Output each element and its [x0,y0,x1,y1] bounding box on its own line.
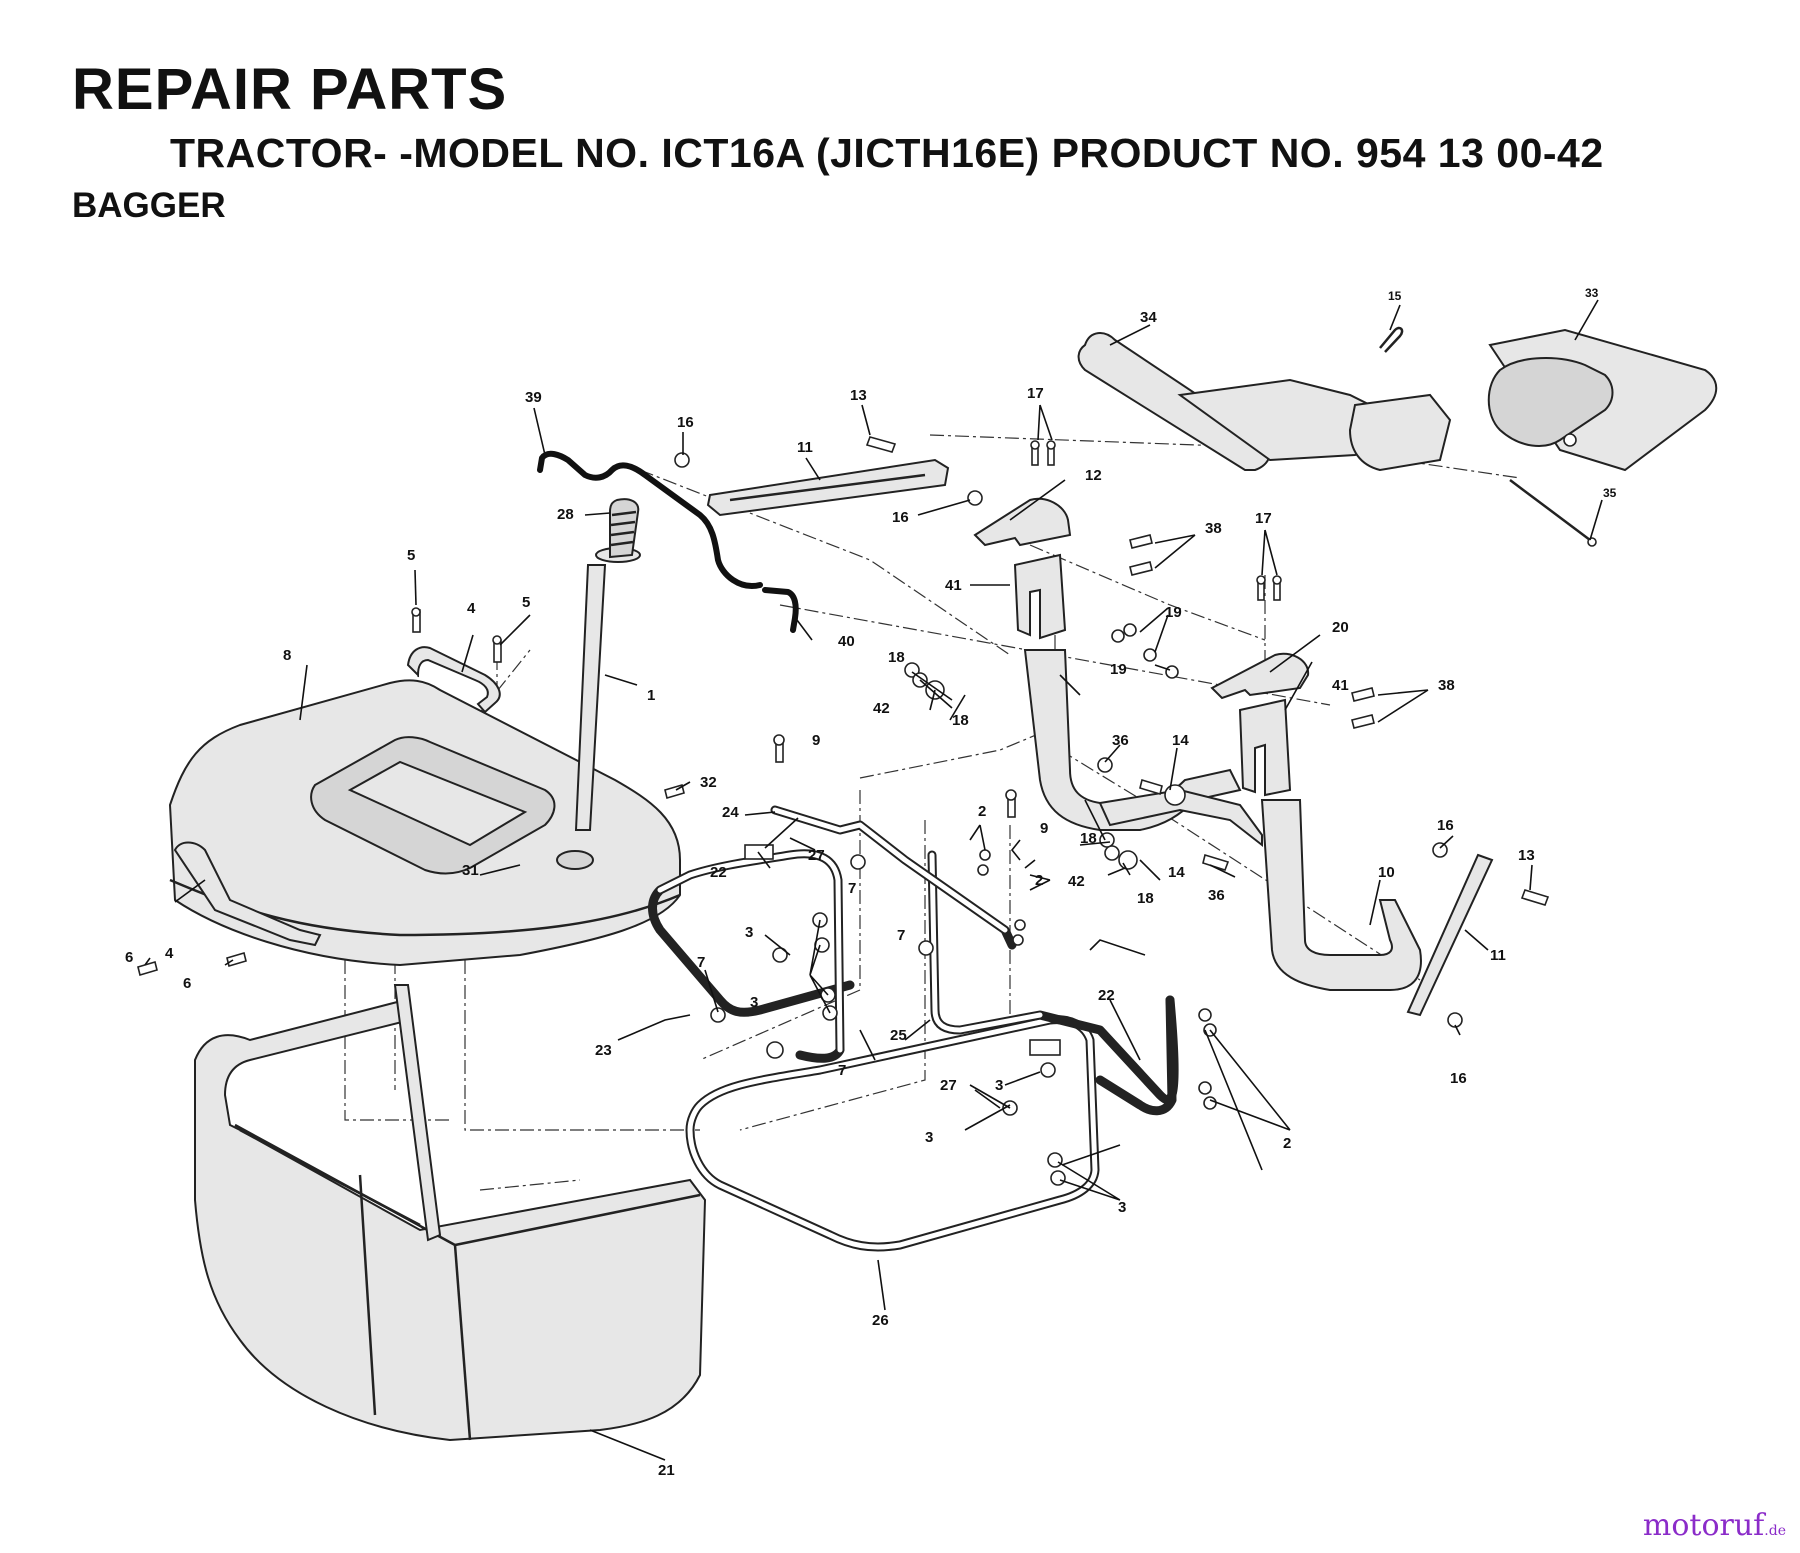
callout-19: 19 [1165,604,1182,621]
callout-23: 23 [595,1042,612,1059]
callout-12: 12 [1085,467,1102,484]
callout-36: 36 [1208,887,1225,904]
callout-16: 16 [892,509,909,526]
callout-26: 26 [872,1312,889,1329]
callout-2: 2 [1035,872,1043,889]
callout-27: 27 [940,1077,957,1094]
callout-27: 27 [808,847,825,864]
callout-6: 6 [125,949,133,966]
callout-38: 38 [1205,520,1222,537]
callout-14: 14 [1172,732,1189,749]
callout-16: 16 [677,414,694,431]
brace-11-top [706,458,950,517]
callout-35: 35 [1603,486,1617,500]
callout-13: 13 [850,387,867,404]
callout-22: 22 [1098,987,1115,1004]
callout-14: 14 [1168,864,1185,881]
cotter-pin-15 [1379,326,1404,353]
callout-4: 4 [165,945,174,962]
callout-17: 17 [1255,510,1272,527]
watermark-logo: motoruf.de [1642,1508,1786,1543]
brace-11-right [1406,853,1494,1017]
callout-16: 16 [1437,817,1454,834]
model-subtitle: TRACTOR- -MODEL NO. ICT16A (JICTH16E) PR… [170,130,1604,176]
callout-3: 3 [925,1129,933,1146]
callout-7: 7 [838,1062,846,1079]
hitch-block-33 [1348,328,1718,472]
clip-12 [973,497,1072,547]
clip-20 [1210,652,1310,700]
callout-2: 2 [1283,1135,1291,1152]
callout-3: 3 [745,924,753,941]
callout-36: 36 [1112,732,1129,749]
handle-side [173,841,322,947]
lift-rod [537,450,799,633]
callout-9: 9 [1040,820,1048,837]
leader-lines [144,299,1603,1461]
callout-10: 10 [1378,864,1395,881]
callout-17: 17 [1027,385,1044,402]
callout-1: 1 [647,687,655,704]
mount-bracket-41 [1013,553,1292,797]
callout-28: 28 [557,506,574,523]
callout-41: 41 [945,577,962,594]
callout-32: 32 [700,774,717,791]
callout-33: 33 [1585,286,1599,300]
callout-18: 18 [888,649,905,666]
bag [194,984,707,1442]
callout-8: 8 [283,647,291,664]
handle-top [406,646,501,714]
section-title: BAGGER [72,186,226,225]
callout-42: 42 [873,700,890,717]
callout-39: 39 [525,389,542,406]
callout-18: 18 [952,712,969,729]
bagger-cover [168,679,681,967]
callout-16: 16 [1450,1070,1467,1087]
callout-5: 5 [522,594,530,611]
callout-3: 3 [995,1077,1003,1094]
callout-31: 31 [462,862,479,879]
callout-18: 18 [1137,890,1154,907]
callout-34: 34 [1140,309,1157,326]
hitch-tube-34 [1077,332,1392,471]
callout-24: 24 [722,804,739,821]
callout-7: 7 [848,880,856,897]
callout-3: 3 [1118,1199,1126,1216]
callout-7: 7 [697,954,705,971]
callout-19: 19 [1110,661,1127,678]
callout-41: 41 [1332,677,1349,694]
callout-7: 7 [897,927,905,944]
callout-21: 21 [658,1462,675,1479]
callout-25: 25 [890,1027,907,1044]
page-title: REPAIR PARTS [72,57,508,122]
callout-11: 11 [1490,947,1506,964]
callout-40: 40 [838,633,855,650]
bag-frame-24 [770,805,1017,950]
bag-frame-23 [648,849,855,1063]
callout-18: 18 [1080,830,1097,847]
callout-3: 3 [750,994,758,1011]
bag-frame-26 [685,1015,1100,1252]
mount-frame-10 [1023,649,1422,991]
callout-9: 9 [812,732,820,749]
callout-13: 13 [1518,847,1535,864]
callout-labels: 39 28 1 40 16 11 13 16 17 12 41 38 17 19… [125,286,1617,1479]
callout-2: 2 [978,803,986,820]
callout-38: 38 [1438,677,1455,694]
pin-35 [1509,479,1597,547]
callout-15: 15 [1388,289,1402,303]
handle-post [574,498,641,831]
callout-11: 11 [797,439,813,456]
callout-4: 4 [467,600,476,617]
callout-42: 42 [1068,873,1085,890]
callout-6: 6 [183,975,191,992]
callout-20: 20 [1332,619,1349,636]
bag-frame-25 [927,850,1179,1116]
callout-5: 5 [407,547,415,564]
callout-22: 22 [710,864,727,881]
